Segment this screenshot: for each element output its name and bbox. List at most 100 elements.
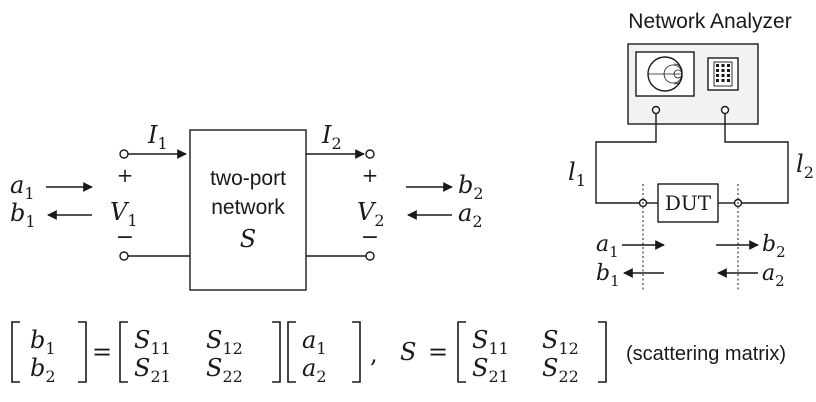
i1-label: I1 — [147, 121, 168, 153]
v1-plus: + — [117, 163, 134, 187]
eq-b1-subscript: 1 — [45, 339, 55, 358]
meas-b2-symbol: b — [762, 232, 776, 257]
v1-label: V1 — [110, 198, 138, 230]
v2-label: V2 — [357, 198, 385, 230]
matrix-brackets — [11, 321, 607, 383]
eq-s12: S12 — [206, 326, 243, 358]
eq-comma: , — [370, 340, 378, 368]
eq-s21-subscript: 21 — [150, 367, 170, 386]
scattering-matrix-caption: (scattering matrix) — [626, 343, 786, 365]
meas-a2-label: a2 — [762, 261, 785, 290]
eq-s21-symbol: S — [134, 354, 150, 382]
l1-symbol: l — [568, 158, 576, 186]
eq-b2-symbol: b — [30, 354, 45, 382]
i1-subscript: 1 — [157, 134, 167, 153]
eq-s11-symbol: S — [134, 326, 150, 354]
meas-a2-subscript: 2 — [775, 272, 785, 290]
box-line-1: two-port — [210, 167, 286, 190]
meas-a1-subscript: 1 — [609, 243, 619, 261]
v1-minus: − — [116, 225, 134, 250]
port1-bottom-terminal — [119, 251, 129, 261]
eq-equals-2: = — [428, 338, 448, 366]
network-analyzer — [595, 43, 789, 290]
port2-top-terminal — [365, 149, 375, 159]
eq-b1-symbol: b — [30, 326, 45, 354]
a1-subscript: 1 — [24, 184, 34, 203]
eq-a2-subscript: 2 — [316, 367, 326, 386]
port1-top-terminal — [119, 149, 129, 159]
a2-label: a2 — [458, 199, 483, 231]
eq-s21: S21 — [134, 354, 171, 386]
b1-label: b1 — [10, 199, 36, 231]
a2-symbol: a — [458, 199, 472, 227]
eq2-s21: S21 — [472, 354, 509, 386]
v2-symbol: V — [357, 198, 377, 226]
eq-a1-symbol: a — [302, 326, 316, 354]
v2-minus: − — [361, 225, 379, 250]
eq-s22: S22 — [206, 354, 243, 386]
eq-s11: S11 — [134, 326, 171, 358]
meas-b1-label: b1 — [596, 261, 620, 290]
meas-b2-label: b2 — [762, 232, 786, 261]
l1-label: l1 — [568, 158, 586, 190]
meas-b1-subscript: 1 — [610, 272, 620, 290]
eq-s-symbol: S — [400, 338, 416, 366]
i2-subscript: 2 — [331, 134, 341, 153]
eq2-s21-subscript: 21 — [488, 367, 508, 386]
eq-a1: a1 — [302, 326, 327, 358]
cable-l2 — [724, 113, 789, 204]
eq-a1-subscript: 1 — [316, 339, 326, 358]
a1-label: a1 — [10, 171, 35, 203]
port2-bottom-terminal — [365, 251, 375, 261]
meas-a2-symbol: a — [762, 261, 775, 286]
b2-symbol: b — [458, 171, 473, 199]
meas-a1-symbol: a — [596, 232, 609, 257]
two-port-diagram — [46, 129, 453, 291]
i2-label: I2 — [321, 121, 342, 153]
eq-s22-subscript: 22 — [222, 367, 242, 386]
eq-s12-symbol: S — [206, 326, 222, 354]
eq2-s21-symbol: S — [472, 354, 488, 382]
eq2-s12: S12 — [542, 326, 579, 358]
eq-b2-subscript: 2 — [45, 367, 55, 386]
cable-l1 — [595, 113, 657, 204]
eq2-s22: S22 — [542, 354, 579, 386]
a2-subscript: 2 — [472, 212, 482, 231]
eq2-s11-subscript: 11 — [488, 339, 508, 358]
i2-symbol: I — [321, 121, 332, 149]
b2-subscript: 2 — [473, 184, 483, 203]
v2-subscript: 2 — [374, 211, 384, 230]
eq-s22-symbol: S — [206, 354, 222, 382]
l1-subscript: 1 — [576, 171, 586, 190]
analyzer-port-2 — [720, 105, 730, 115]
l2-subscript: 2 — [804, 163, 814, 182]
meas-a1-label: a1 — [596, 232, 619, 261]
v1-subscript: 1 — [127, 211, 137, 230]
dut-label: DUT — [665, 191, 712, 215]
eq-s11-subscript: 11 — [150, 339, 170, 358]
eq2-s12-symbol: S — [542, 326, 558, 354]
eq2-s22-symbol: S — [542, 354, 558, 382]
l2-symbol: l — [796, 150, 804, 178]
eq-a2-symbol: a — [302, 354, 316, 382]
eq2-s22-subscript: 22 — [558, 367, 578, 386]
v1-symbol: V — [110, 198, 130, 226]
l2-label: l2 — [796, 150, 814, 182]
dut-box — [657, 183, 719, 223]
box-line-2: network — [211, 196, 285, 219]
matrix-equation: b1 b2 = S11 S12 S21 S22 a1 a2 , S = S11 … — [30, 326, 579, 386]
two-port-box — [189, 129, 307, 291]
eq-b1: b1 — [30, 326, 56, 358]
analyzer-port-1 — [651, 105, 661, 115]
eq-a2: a2 — [302, 354, 327, 386]
b1-subscript: 1 — [25, 212, 35, 231]
eq2-s12-subscript: 12 — [558, 339, 578, 358]
analyzer-title: Network Analyzer — [628, 10, 791, 33]
eq-equals: = — [92, 338, 112, 366]
eq2-s11: S11 — [472, 326, 509, 358]
v2-plus: + — [362, 163, 379, 187]
eq2-s11-symbol: S — [472, 326, 488, 354]
meas-b1-symbol: b — [596, 261, 610, 286]
eq-s12-subscript: 12 — [222, 339, 242, 358]
